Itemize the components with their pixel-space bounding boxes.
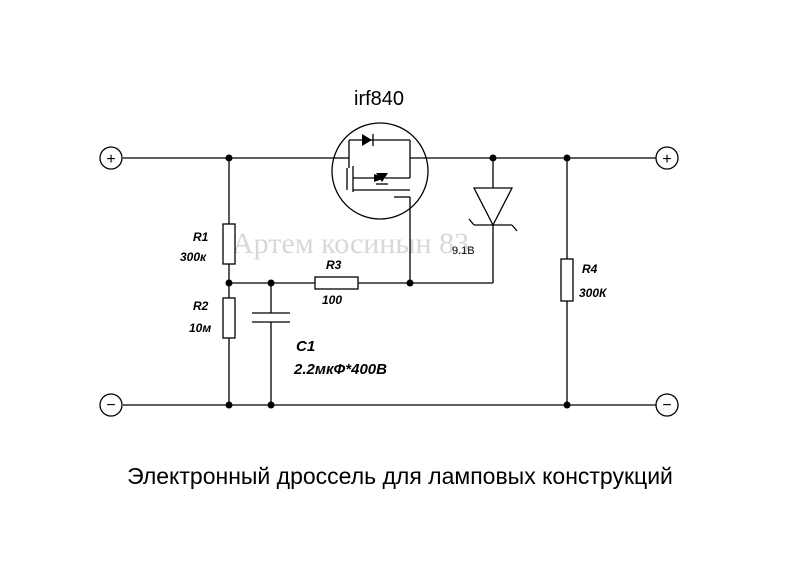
r1-name: R1 xyxy=(193,230,209,244)
r3-name: R3 xyxy=(326,258,342,272)
r1-value: 300к xyxy=(180,250,207,264)
resistor-r4 xyxy=(560,258,574,302)
transistor-label: irf840 xyxy=(354,88,404,110)
zener-diode xyxy=(468,158,518,283)
r3-value: 100 xyxy=(322,293,342,307)
mosfet-irf840 xyxy=(331,122,429,283)
c1-value: 2.2мкФ*400В xyxy=(293,361,387,378)
r4-name: R4 xyxy=(582,262,598,276)
c1-name: C1 xyxy=(296,338,315,355)
terminal-plus-right: + xyxy=(655,146,679,170)
r4-value: 300К xyxy=(579,286,608,300)
resistor-r2 xyxy=(222,297,236,339)
capacitor-c1 xyxy=(252,283,290,405)
resistor-r1 xyxy=(222,223,236,265)
svg-text:+: + xyxy=(662,151,671,168)
r2-name: R2 xyxy=(193,299,209,313)
terminal-minus-right: − xyxy=(655,393,679,417)
caption: Электронный дроссель для ламповых констр… xyxy=(127,463,673,489)
junction-dots xyxy=(225,154,571,409)
resistor-r3 xyxy=(314,276,359,290)
svg-text:+: + xyxy=(106,151,115,168)
svg-text:−: − xyxy=(662,397,671,414)
svg-text:−: − xyxy=(106,397,115,414)
terminal-minus-left: − xyxy=(99,393,123,417)
zener-label: 9.1В xyxy=(452,245,475,257)
watermark: Артем косинын 83 xyxy=(232,227,469,260)
terminal-plus-left: + xyxy=(99,146,123,170)
r2-value: 10м xyxy=(189,321,211,335)
